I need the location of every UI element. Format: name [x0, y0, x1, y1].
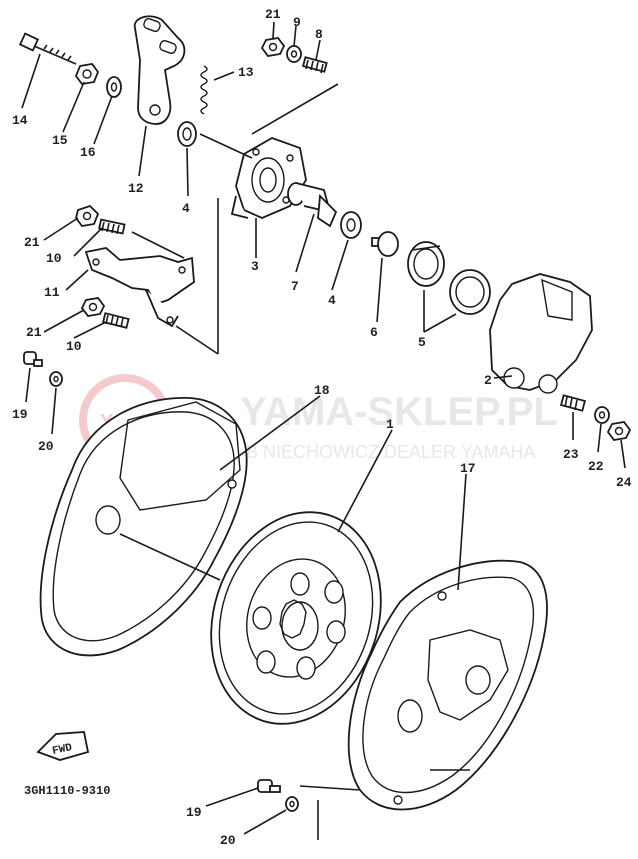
part-nut-21-top	[260, 37, 286, 57]
part-caliper-2	[489, 273, 593, 394]
part-disc-1	[210, 511, 382, 725]
callout-21-top: 21	[265, 7, 281, 22]
part-bolt-14	[18, 32, 77, 65]
callout-16: 16	[80, 145, 96, 160]
fwd-arrow-icon: FWD	[36, 731, 90, 761]
part-plate-11	[84, 247, 195, 328]
part-camshaft-7	[287, 182, 338, 228]
part-spring-13	[200, 65, 208, 115]
part-nut-15	[74, 63, 100, 85]
part-bolt-19-lower	[257, 779, 281, 793]
part-pin-6	[371, 231, 399, 257]
callout-12: 12	[128, 181, 144, 196]
watermark-title: YAMA-SKLEP.PL	[240, 390, 558, 434]
part-piston-5b	[449, 269, 491, 315]
callout-7: 7	[291, 279, 299, 294]
part-bolt-23	[559, 394, 587, 412]
callout-17: 17	[460, 461, 476, 476]
callout-13: 13	[238, 65, 254, 80]
callout-10-upper: 10	[46, 251, 62, 266]
callout-4-lower: 4	[328, 293, 336, 308]
callout-21-mid: 21	[24, 235, 40, 250]
part-housing-3	[230, 137, 307, 219]
watermark-subtitle: JAKUB NIECHOWICZ DEALER YAMAHA	[200, 442, 535, 462]
fwd-label: FWD	[51, 742, 73, 758]
part-washer-22	[594, 406, 610, 424]
drawing-code: 3GH1110-9310	[24, 784, 110, 798]
callout-4-upper: 4	[182, 201, 190, 216]
callout-9: 9	[293, 15, 301, 30]
part-nut-24	[606, 421, 632, 441]
callout-8: 8	[315, 27, 323, 42]
part-piston-5a	[407, 241, 445, 287]
callout-22: 22	[588, 459, 604, 474]
watermark: Y YAMA-SKLEP.PL JAKUB NIECHOWICZ DEALER …	[79, 374, 558, 466]
part-cover-17	[347, 559, 548, 811]
leader-lines	[21, 21, 626, 840]
callout-15: 15	[52, 133, 68, 148]
callout-20-lower: 20	[220, 833, 236, 848]
callout-24: 24	[616, 475, 632, 490]
part-backing-plate-18	[39, 397, 248, 657]
part-lever-12	[133, 15, 186, 125]
part-nut-21-mid	[75, 204, 100, 227]
callout-18: 18	[314, 383, 330, 398]
part-stud-8	[301, 56, 328, 74]
part-stud-10-upper	[98, 218, 126, 235]
callout-6: 6	[370, 325, 378, 340]
callout-20-upper: 20	[38, 439, 54, 454]
part-nut-21-low	[80, 297, 106, 317]
part-bolt-19-upper	[23, 351, 43, 367]
part-seal-4-lower	[340, 211, 362, 239]
callout-2: 2	[484, 373, 492, 388]
callout-23: 23	[563, 447, 579, 462]
callout-1: 1	[386, 417, 394, 432]
callout-10-lower: 10	[66, 339, 82, 354]
callout-11: 11	[44, 285, 60, 300]
part-stud-10-lower	[102, 312, 130, 329]
callouts: 1 2 3 4 4 5 6 7 8 9 10 10 11 12 13 14 15…	[12, 7, 632, 848]
callout-19-lower: 19	[186, 805, 202, 820]
callout-3: 3	[251, 259, 259, 274]
part-washer-20-lower	[285, 796, 299, 812]
part-washer-16	[106, 76, 122, 98]
callout-19-upper: 19	[12, 407, 28, 422]
part-seal-4-upper	[177, 121, 197, 147]
part-washer-20-upper	[49, 371, 63, 387]
part-washer-9	[286, 45, 302, 63]
callout-14: 14	[12, 113, 28, 128]
callout-5: 5	[418, 335, 426, 350]
callout-21-low: 21	[26, 325, 42, 340]
